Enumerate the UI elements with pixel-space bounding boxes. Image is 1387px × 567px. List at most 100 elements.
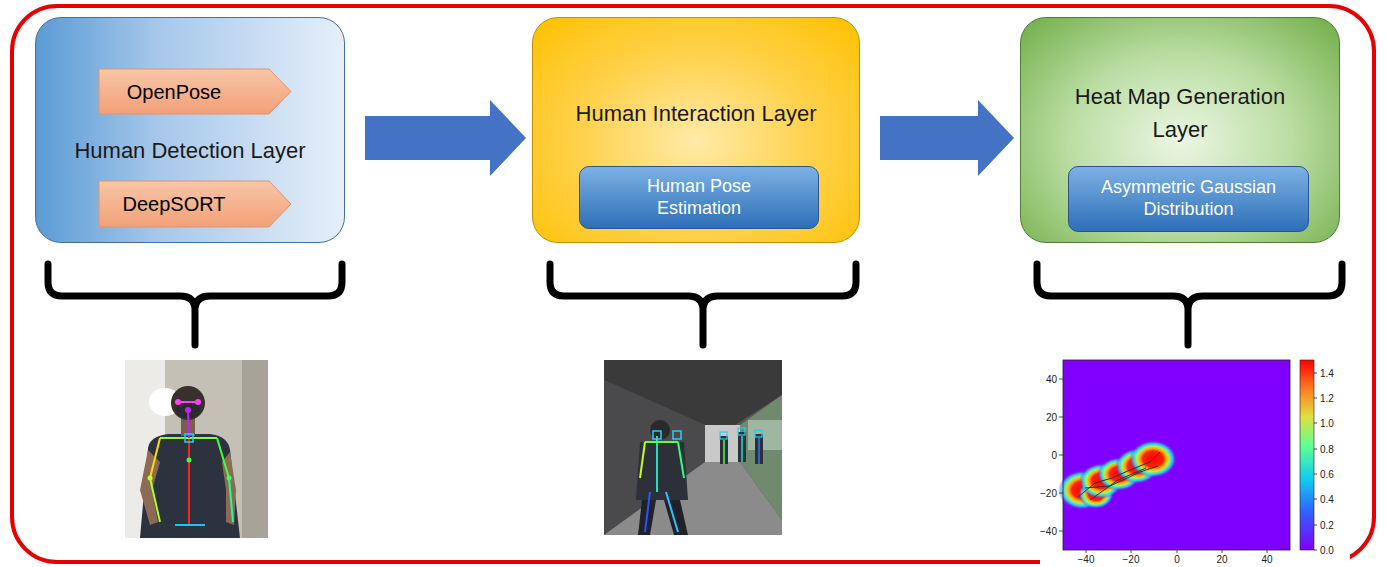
heat-map-plot bbox=[1090, 468, 1146, 500]
process-box: Asymmetric Gaussian Distribution bbox=[1068, 166, 1309, 232]
interaction-photo bbox=[738, 428, 745, 435]
layer-title: Heat Map Generation Layer bbox=[1060, 80, 1300, 146]
detection-photo bbox=[125, 360, 268, 538]
heat-map-plot bbox=[1063, 360, 1290, 550]
heat-map-plot bbox=[1059, 531, 1063, 532]
interaction-photo bbox=[740, 395, 782, 520]
interaction-photo bbox=[720, 436, 728, 464]
axis-tick: 20 bbox=[1046, 412, 1057, 423]
interaction-photo bbox=[738, 432, 746, 462]
heat-map-plot bbox=[1059, 379, 1063, 380]
interaction-photo bbox=[656, 436, 658, 492]
outer-frame bbox=[12, 6, 1374, 562]
interaction-photo bbox=[673, 431, 681, 439]
axis-tick: −40 bbox=[1040, 526, 1057, 537]
interaction-photo bbox=[636, 442, 688, 500]
detection-photo bbox=[195, 399, 201, 405]
arrow-tag-shape bbox=[99, 181, 291, 227]
flow-arrow bbox=[880, 100, 1014, 176]
axis-tick: −40 bbox=[1078, 554, 1095, 565]
arrow-tag: OpenPose bbox=[99, 69, 291, 114]
interaction-photo bbox=[723, 440, 725, 464]
axis-tick: 40 bbox=[1261, 554, 1272, 565]
heat-map-plot bbox=[1314, 449, 1317, 450]
interaction-photo bbox=[653, 431, 661, 439]
colorbar-tick: 1.2 bbox=[1320, 393, 1334, 404]
arrow-tag-shape bbox=[99, 69, 291, 114]
layer-box: Human Interaction LayerHuman Pose Estima… bbox=[532, 17, 860, 243]
detection-photo bbox=[140, 450, 160, 525]
axis-tick: −20 bbox=[1040, 488, 1057, 499]
heat-map-plot bbox=[1314, 373, 1317, 550]
axis-tick: 0 bbox=[1051, 450, 1057, 461]
flow-arrow bbox=[365, 100, 526, 176]
axis-tick: −20 bbox=[1123, 554, 1140, 565]
interaction-photo bbox=[604, 360, 782, 535]
process-box: Human Pose Estimation bbox=[579, 166, 819, 229]
colorbar-tick: 0.4 bbox=[1320, 494, 1334, 505]
interaction-photo bbox=[720, 432, 727, 439]
axis-tick: 20 bbox=[1216, 554, 1227, 565]
layer-title: Human Interaction Layer bbox=[546, 101, 846, 127]
colorbar-tick: 1.4 bbox=[1320, 368, 1334, 379]
detection-photo bbox=[229, 478, 233, 522]
heat-map-plot bbox=[1086, 550, 1087, 553]
layer-title: Human Detection Layer bbox=[45, 138, 335, 164]
heat-map-plot bbox=[1040, 355, 1350, 567]
detection-photo bbox=[150, 478, 160, 522]
heat-map-plot bbox=[1177, 550, 1178, 553]
interaction-photo bbox=[640, 442, 645, 478]
detection-photo bbox=[125, 360, 268, 538]
interaction-photo bbox=[755, 430, 762, 437]
heat-map-plot bbox=[1314, 398, 1317, 399]
arrow-tag: DeepSORT bbox=[99, 181, 291, 227]
axis-tick: 0 bbox=[1174, 554, 1180, 565]
interaction-photo bbox=[741, 436, 743, 462]
axis-tick: −40 bbox=[1040, 526, 1057, 537]
detection-photo bbox=[185, 407, 191, 413]
curly-brace bbox=[48, 264, 1342, 345]
interaction-photo bbox=[645, 492, 650, 532]
detection-photo bbox=[188, 438, 190, 525]
detection-photo bbox=[217, 438, 229, 478]
interaction-photo bbox=[650, 420, 670, 440]
colorbar-tick: 0.4 bbox=[1320, 494, 1334, 505]
heat-map-plot bbox=[1059, 455, 1063, 456]
interaction-photo bbox=[748, 420, 782, 450]
axis-tick: −40 bbox=[1078, 554, 1095, 565]
detection-photo bbox=[175, 399, 181, 405]
heat-map-plot bbox=[1267, 550, 1268, 553]
box-label: Human Pose Estimation bbox=[624, 176, 774, 219]
colorbar-tick: 1.2 bbox=[1320, 393, 1334, 404]
detection-photo bbox=[242, 360, 268, 538]
box-label: OpenPose bbox=[127, 80, 222, 104]
axis-tick: 40 bbox=[1046, 374, 1057, 385]
heat-map-plot bbox=[1059, 417, 1063, 418]
axis-tick: 0 bbox=[1051, 450, 1057, 461]
colorbar-tick: 1.0 bbox=[1320, 418, 1334, 429]
detection-photo bbox=[148, 476, 153, 481]
heat-map-plot bbox=[1314, 525, 1317, 526]
layer-box: Human Detection Layer OpenPoseDeepSORT bbox=[35, 17, 345, 243]
heat-map-plot bbox=[1314, 423, 1317, 424]
colorbar-tick: 0.6 bbox=[1320, 469, 1334, 480]
colorbar-tick: 0.2 bbox=[1320, 520, 1334, 531]
colorbar-tick: 0.8 bbox=[1320, 444, 1334, 455]
axis-tick: −20 bbox=[1123, 554, 1140, 565]
curly-brace bbox=[1037, 264, 1342, 345]
heat-map-plot bbox=[1314, 474, 1317, 475]
axis-tick: 40 bbox=[1261, 554, 1272, 565]
heat-map-plot bbox=[1314, 550, 1317, 551]
interaction-photo bbox=[664, 500, 688, 535]
heat-map-plot bbox=[1040, 355, 1350, 567]
heat-map-plot bbox=[1063, 360, 1290, 550]
detection-photo bbox=[185, 434, 193, 442]
heat-map-plot bbox=[1085, 466, 1158, 488]
axis-tick: 40 bbox=[1046, 374, 1057, 385]
heat-map-plot bbox=[1059, 379, 1267, 553]
interaction-photo bbox=[604, 360, 782, 535]
interaction-photo bbox=[666, 492, 678, 532]
axis-tick: 20 bbox=[1216, 554, 1227, 565]
heat-map-plot bbox=[1314, 499, 1317, 500]
